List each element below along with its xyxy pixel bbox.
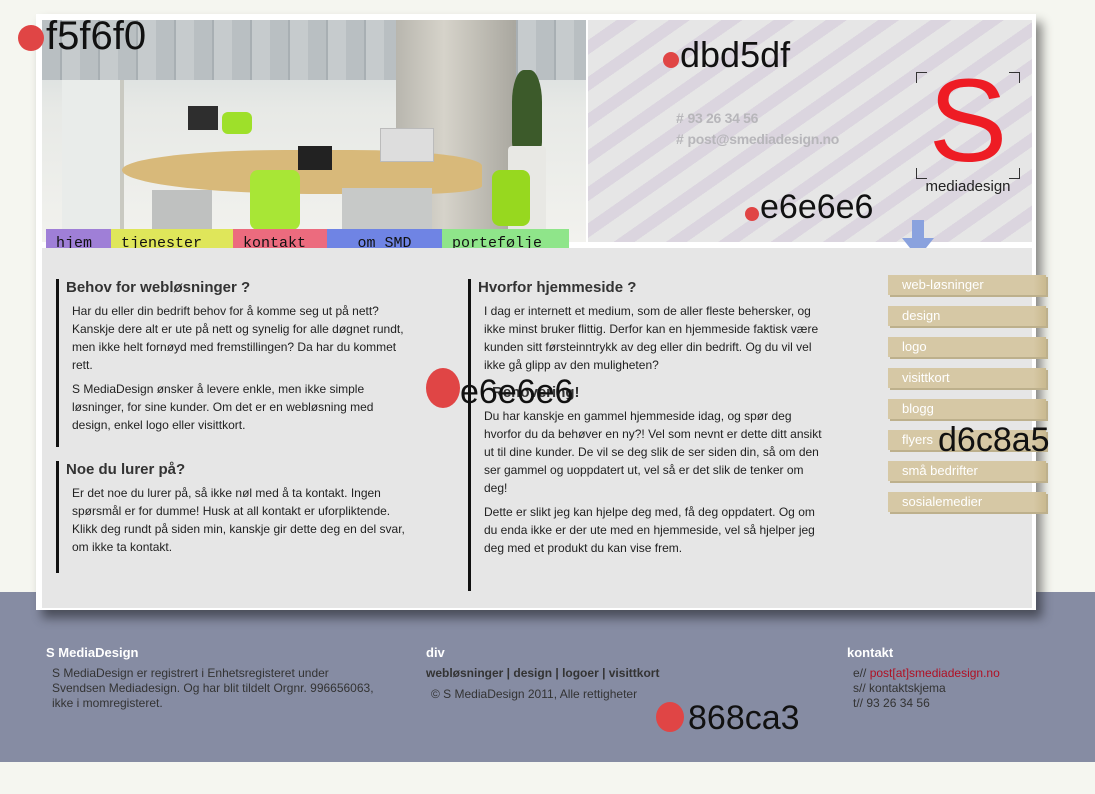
sidebar-item-web-losninger[interactable]: web-løsninger — [888, 275, 1046, 295]
block-paragraph: Har du eller din bedrift behov for å kom… — [72, 304, 404, 372]
annotation-dot — [426, 368, 460, 408]
block-paragraph: I dag er internett et medium, som de all… — [484, 304, 819, 372]
footer-contact: kontakt e// post[at]smediadesign.no s// … — [847, 645, 1087, 711]
annotation-dot — [656, 702, 684, 732]
sidebar-item-design[interactable]: design — [888, 306, 1046, 326]
annotation-label-bg: f5f6f0 — [46, 14, 147, 58]
footer-copyright: © S MediaDesign 2011, Alle rettigheter — [431, 687, 638, 701]
footer-phone: 93 26 34 56 — [866, 696, 930, 710]
annotation-dot — [18, 25, 44, 51]
block-noe-du-lurer-pa: Noe du lurer på? Er det noe du lurer på,… — [56, 461, 411, 573]
block-title: Noe du lurer på? — [66, 461, 186, 478]
footer-title: S MediaDesign — [46, 645, 139, 660]
hash-icon: # — [676, 110, 684, 126]
block-title: Behov for webløsninger ? — [66, 279, 251, 296]
annotation-label-header: dbd5df — [680, 34, 791, 75]
hero-office-image — [42, 20, 586, 242]
logo-text: mediadesign — [925, 178, 1011, 195]
site-logo[interactable]: S mediadesign — [916, 62, 1020, 195]
block-subtitle: Renovering! — [492, 384, 580, 401]
sidebar-item-logo[interactable]: logo — [888, 337, 1046, 357]
block-paragraph: Du har kanskje en gammel hjemmeside idag… — [484, 409, 822, 495]
sidebar-item-visittkort[interactable]: visittkort — [888, 368, 1046, 388]
footer-title: kontakt — [847, 645, 894, 660]
block-weblosninger: Behov for webløsninger ? Har du eller di… — [56, 279, 411, 447]
footer-title: div — [426, 645, 445, 660]
sidebar-item-flyers[interactable]: flyers — [888, 430, 1046, 450]
footer-band — [0, 592, 1095, 762]
footer-contact-form-link[interactable]: kontaktskjema — [869, 681, 946, 695]
header-email[interactable]: #post@smediadesign.no — [676, 131, 840, 147]
annotation-dot — [745, 207, 759, 221]
annotation-label-content: e6e6e6 — [460, 373, 574, 411]
logo-letter: S — [928, 55, 1008, 187]
footer-text: S MediaDesign er registrert i Enhetsregi… — [52, 666, 374, 710]
sidebar-item-sosialemedier[interactable]: sosialemedier — [888, 492, 1046, 512]
footer-about: S MediaDesign S MediaDesign er registrer… — [46, 645, 376, 711]
block-paragraph: Dette er slikt jeg kan hjelpe deg med, f… — [484, 505, 815, 555]
block-hvorfor-hjemmeside: Hvorfor hjemmeside ? I dag er internett … — [468, 279, 828, 591]
sidebar-item-sma-bedrifter[interactable]: små bedrifter — [888, 461, 1046, 481]
sidebar-menu: web-løsninger design logo visittkort blo… — [888, 275, 1048, 523]
block-paragraph: Er det noe du lurer på, så ikke nøl med … — [72, 486, 405, 554]
footer-email-link[interactable]: post[at]smediadesign.no — [869, 666, 1000, 680]
footer-links[interactable]: webløsninger | design | logoer | visittk… — [426, 666, 660, 680]
hash-icon: # — [676, 131, 684, 147]
header-phone: #93 26 34 56 — [676, 110, 759, 126]
sidebar-item-blogg[interactable]: blogg — [888, 399, 1046, 419]
annotation-dot — [663, 52, 679, 68]
annotation-label-footer: 868ca3 — [688, 699, 800, 737]
annotation-label-sidebar: d6c8a5 — [938, 421, 1050, 459]
footer-div: div webløsninger | design | logoer | vis… — [426, 645, 746, 702]
header-striped-panel: #93 26 34 56 #post@smediadesign.no S med… — [588, 20, 1032, 242]
block-paragraph: S MediaDesign ønsker å levere enkle, men… — [72, 382, 374, 432]
annotation-label-stripe: e6e6e6 — [760, 188, 874, 226]
content-area: Behov for webløsninger ? Har du eller di… — [42, 248, 1032, 608]
block-title: Hvorfor hjemmeside ? — [478, 279, 637, 296]
